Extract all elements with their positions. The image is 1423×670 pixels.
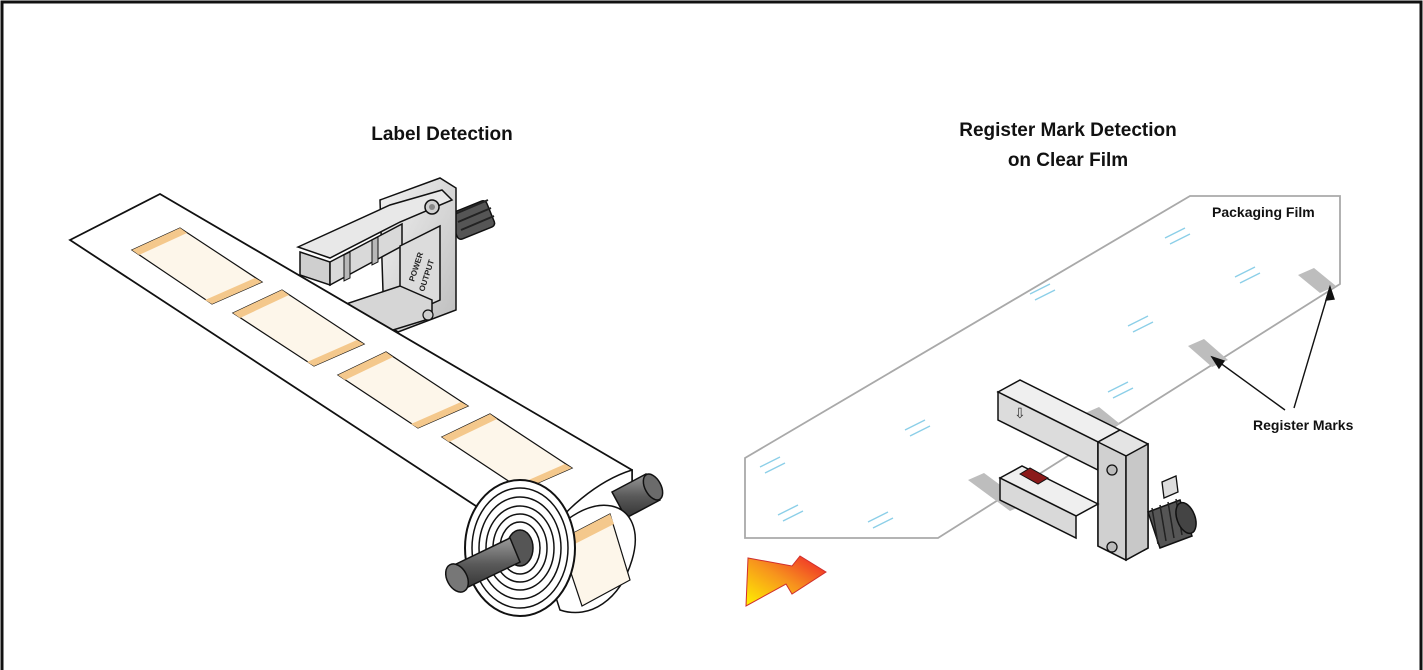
register-mark-panel: Register Mark Detection on Clear Film Pa… [744, 120, 1354, 607]
register-mark [1298, 268, 1336, 293]
label-detection-panel: Label Detection POWER OUTPUT [68, 124, 664, 617]
label-item [336, 351, 470, 429]
register-mark-title-line1: Register Mark Detection [959, 120, 1177, 141]
film-direction-arrow-icon [745, 555, 827, 607]
fork-sensor-right: ⇩ [996, 379, 1197, 562]
connector-icon [448, 199, 496, 241]
connector-icon [1147, 498, 1197, 549]
register-marks-label: Register Marks [1253, 417, 1354, 433]
label-item [130, 227, 264, 305]
label-item [231, 289, 366, 367]
label-roll [444, 472, 664, 617]
labels-on-web [130, 227, 574, 491]
packaging-film-label: Packaging Film [1212, 204, 1315, 220]
label-detection-title: Label Detection [371, 124, 512, 145]
film-reflections [759, 227, 1261, 529]
register-marks-pointers [1210, 284, 1335, 411]
down-arrow-icon: ⇩ [1014, 406, 1026, 422]
fork-sensor-left: POWER OUTPUT [295, 177, 496, 335]
register-mark-title-line2: on Clear Film [1008, 150, 1128, 171]
packaging-film-sheet [744, 195, 1341, 539]
